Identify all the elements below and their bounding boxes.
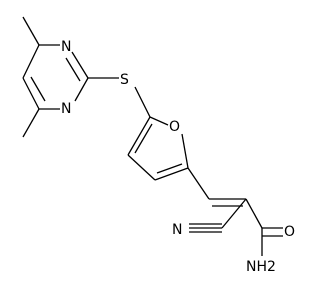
bond-c4-c5-inner (30, 76, 46, 102)
atom-carbonyl-oxygen: O (284, 224, 295, 240)
bond-furan-o-c2 (181, 133, 189, 169)
furan-ring (127, 116, 189, 181)
atom-sulfur: S (120, 72, 129, 88)
bond-n-top-c2-inner (65, 57, 81, 82)
atom-n-top: N (61, 39, 71, 55)
bond-c4-methyl-bottom (22, 108, 40, 138)
bond-c5-c6 (22, 44, 40, 79)
bond-c-methyl-top (22, 16, 40, 46)
bond-alpha-nitrile (221, 198, 247, 229)
pyrimidine-ring (22, 16, 89, 138)
bond-furan-c2-c3 (154, 167, 189, 181)
bond-c2-n-bottom (74, 77, 89, 102)
bond-furan-c4-c5-inner (134, 123, 153, 154)
cyanoacrylamide-chain (187, 167, 283, 256)
atom-furan-oxygen: O (169, 119, 180, 135)
molecule-structure-diagram: N N S O N O NH2 (22, 16, 295, 275)
bond-furan-c2-c3-inner (156, 163, 183, 174)
atom-nitrile-nitrogen: N (172, 222, 182, 238)
bond-furan-vinyl (187, 167, 210, 200)
atom-amide-nh2: NH2 (246, 259, 276, 275)
bond-furan-c3-c4 (127, 154, 156, 181)
bond-alpha-carbonyl (245, 198, 263, 229)
bond-furan-c5-o (149, 116, 169, 126)
thioether-linkage (88, 77, 151, 118)
atom-n-bottom: N (61, 101, 71, 117)
bond-c4-c5 (22, 77, 40, 110)
bond-furan-c4-c5 (127, 116, 151, 156)
bond-n-top-c2 (71, 51, 89, 79)
bond-s-furan (134, 86, 151, 118)
